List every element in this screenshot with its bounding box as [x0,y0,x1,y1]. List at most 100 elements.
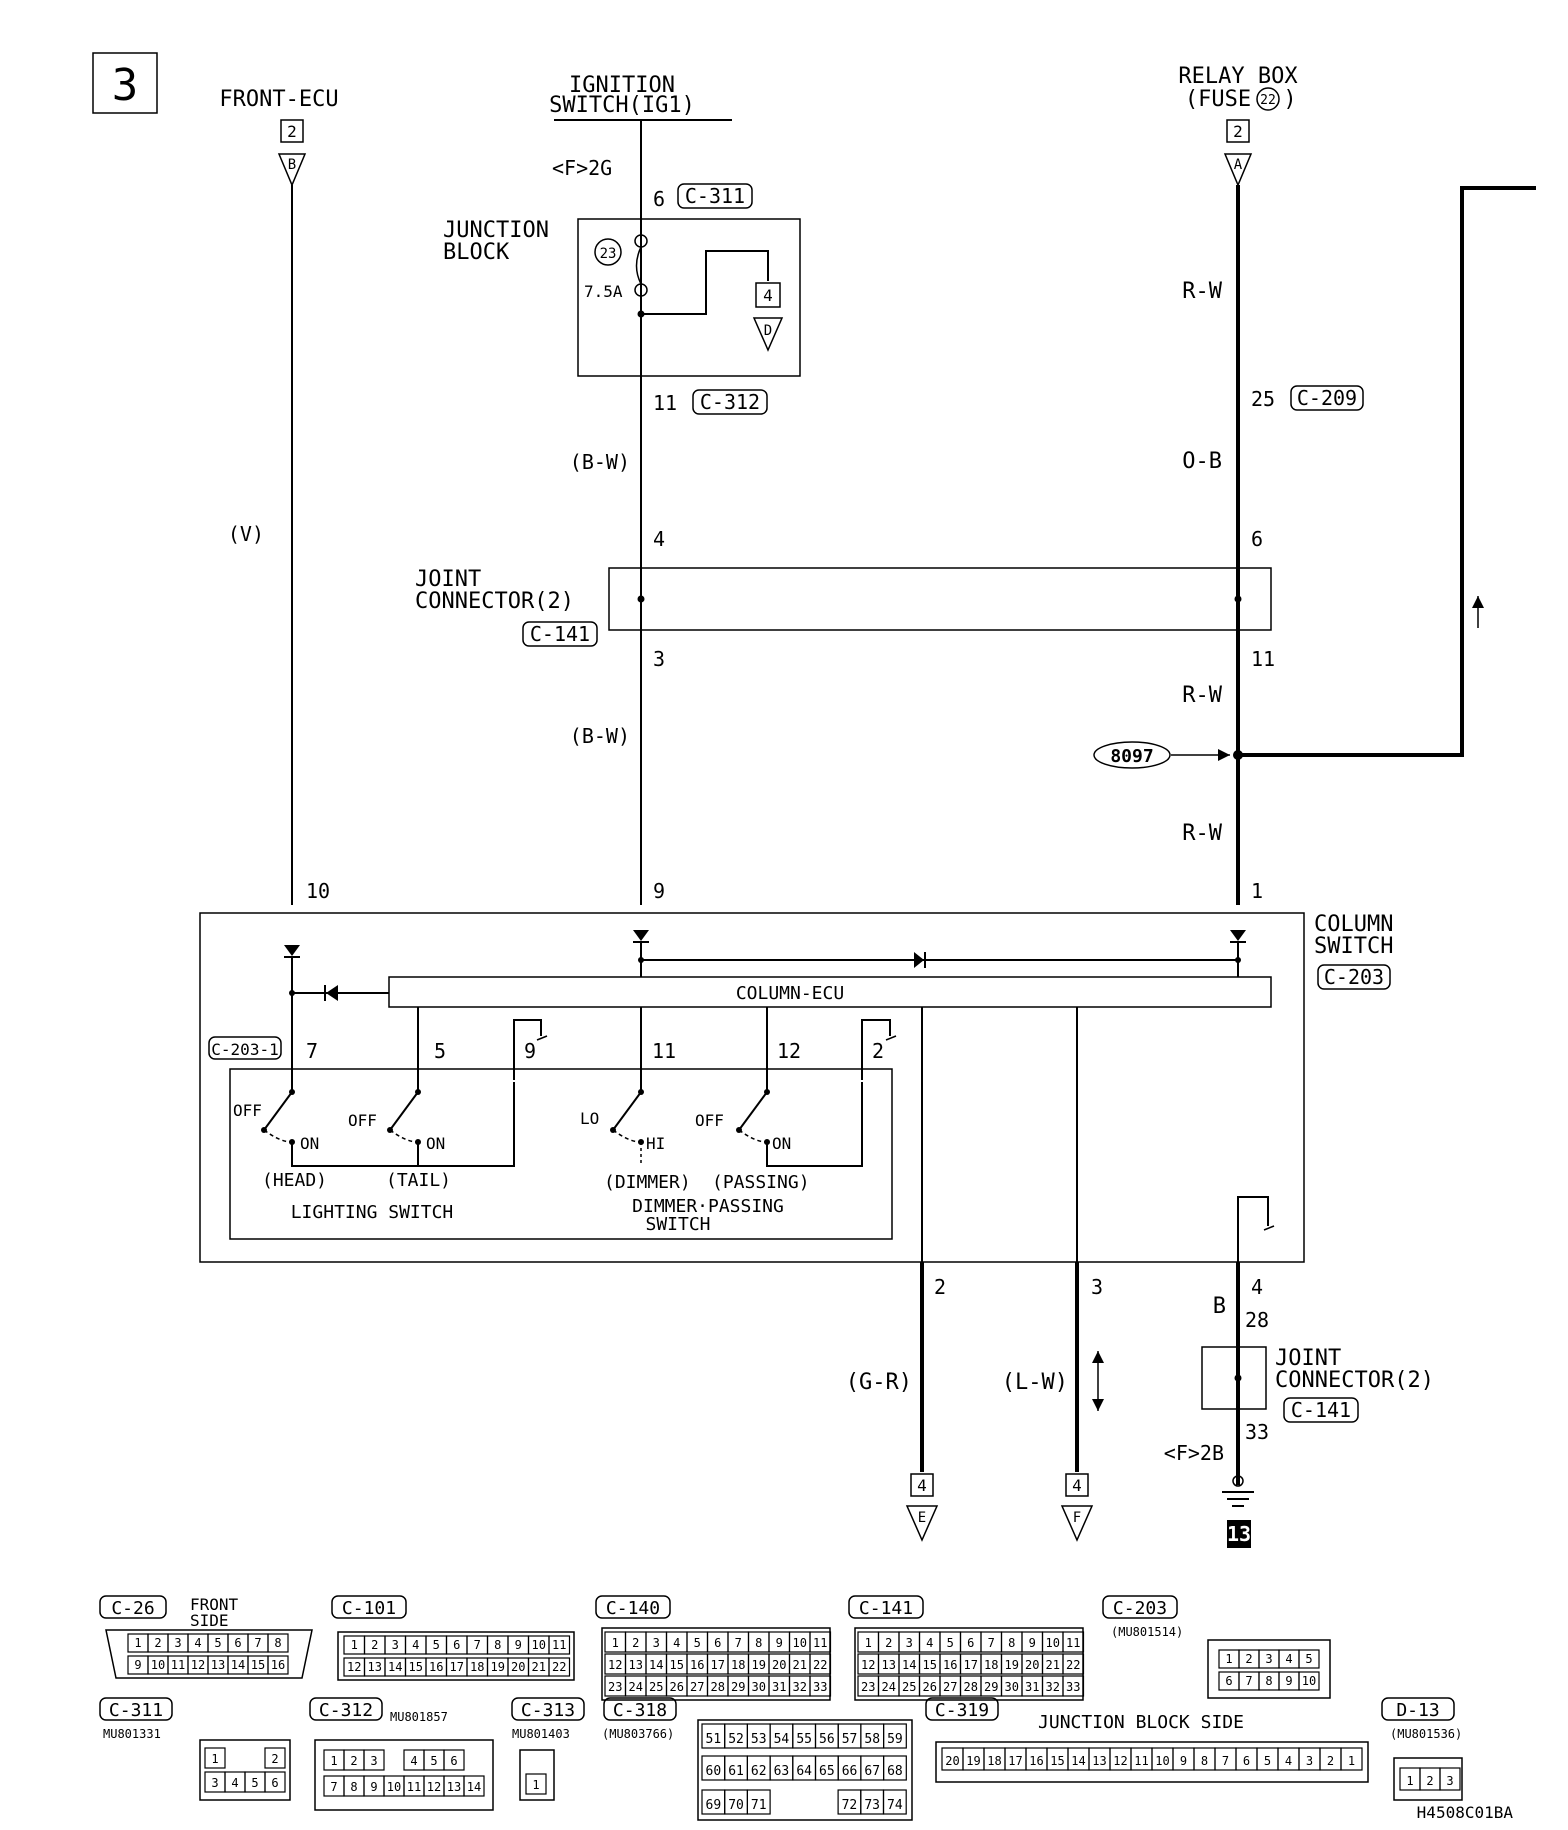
pin-number: 27 [943,1680,957,1694]
pin-number: 9 [776,1636,783,1650]
svg-text:(PASSING): (PASSING) [712,1172,810,1193]
pin-cell [1340,1747,1363,1771]
pin-cell [882,1723,907,1749]
svg-text:C-101: C-101 [342,1598,396,1619]
pin-number: 15 [670,1658,684,1672]
pin-cell [264,1747,286,1769]
svg-text:23: 23 [600,246,617,262]
pin-number: 6 [271,1776,278,1790]
pin-number: 13 [211,1658,225,1672]
pin-number: 5 [947,1636,954,1650]
pin-number: 28 [964,1680,978,1694]
pin-number: 73 [864,1798,880,1813]
jb-in-pin: 6 [653,187,665,211]
output-ref-e: 4 E [905,1473,939,1542]
pin-number: 14 [649,1658,663,1672]
pin-number: 7 [330,1780,337,1794]
pin-number: 7 [254,1636,261,1650]
pin-number: 20 [772,1658,786,1672]
pin-number: 68 [887,1764,903,1779]
svg-text:1: 1 [1251,879,1263,903]
pin-number: 6 [714,1636,721,1650]
pin-number: 5 [251,1776,258,1790]
legend-c319-label: C-319 JUNCTION BLOCK SIDE [925,1697,1244,1733]
pin-cell [809,1631,832,1653]
svg-text:D-13: D-13 [1396,1700,1439,1721]
c319-face [935,1741,1369,1783]
pin-number: 10 [387,1780,401,1794]
column-switch: COLUMN SWITCH C-203 10 9 1 [199,879,1393,1263]
svg-text:C-312: C-312 [319,1700,373,1721]
pin-number: 19 [1005,1658,1019,1672]
pin-number: 17 [711,1658,725,1672]
pin-cell [548,1657,571,1677]
svg-text:JUNCTION: JUNCTION [443,218,549,243]
svg-text:IGNITION: IGNITION [569,73,675,98]
pin-number: 31 [1025,1680,1039,1694]
svg-text:C-209: C-209 [1297,386,1357,410]
pin-number: 66 [842,1764,858,1779]
svg-text:(MU801514): (MU801514) [1111,1625,1183,1639]
pin-number: 21 [793,1658,807,1672]
pin-number: 5 [694,1636,701,1650]
pin-cell [1298,1671,1320,1691]
pin-number: 52 [728,1732,744,1747]
svg-text:SWITCH: SWITCH [1314,934,1393,959]
pin-number: 26 [923,1680,937,1694]
pin-number: 15 [251,1658,265,1672]
pin-number: 65 [819,1764,835,1779]
ignition-source: IGNITION SWITCH(IG1) <F>2G [549,73,732,180]
pin-number: 6 [234,1636,241,1650]
pin-number: 1 [211,1752,218,1766]
svg-text:SWITCH(IG1): SWITCH(IG1) [549,93,695,118]
svg-text:FRONT-ECU: FRONT-ECU [219,87,338,112]
legend-c311-label: C-311 MU801331 [99,1697,173,1741]
pin-cell [1062,1675,1085,1697]
pin-cell [882,1789,907,1815]
c318-face [697,1719,913,1821]
pin-number: 12 [861,1658,875,1672]
pin-number: 3 [370,1754,377,1768]
svg-text:LO: LO [580,1109,599,1128]
pin-number: 10 [532,1638,546,1652]
c101-face [337,1631,575,1681]
pin-number: 12 [1113,1754,1127,1768]
jb-out-conn: C-312 [692,389,768,415]
pin-number: 2 [885,1636,892,1650]
pin-number: 10 [1302,1674,1316,1688]
wire-label-rw2: R-W [1182,683,1222,708]
pin-number: 14 [231,1658,245,1672]
legend-labels: C-26 FRONT SIDE C-101 C-140 C-141 C-203 … [99,1595,1462,1741]
out-pin-2: 2 [934,1275,946,1299]
svg-text:(HEAD): (HEAD) [262,1170,327,1191]
pin-number: 15 [1050,1754,1064,1768]
pin-number: 4 [926,1636,933,1650]
pin-number: 10 [793,1636,807,1650]
front-ecu-source: FRONT-ECU 2 B [219,87,339,187]
pin-number: 1 [532,1778,539,1792]
pin-number: 16 [271,1658,285,1672]
pin-number: 22 [813,1658,827,1672]
pin-number: 60 [706,1764,722,1779]
pin-number: 32 [793,1680,807,1694]
pin-number: 14 [1071,1754,1085,1768]
pin-number: 55 [796,1732,812,1747]
pin-number: 13 [368,1660,382,1674]
pin-number: 57 [842,1732,858,1747]
pin-number: 30 [1005,1680,1019,1694]
svg-text:2: 2 [287,122,297,141]
svg-text:MU801331: MU801331 [103,1727,161,1741]
svg-text:C-141: C-141 [530,622,590,646]
branch-wire [1238,186,1536,757]
svg-text:SWITCH: SWITCH [645,1214,710,1235]
pin-number: 12 [427,1780,441,1794]
pin-number: 24 [629,1680,643,1694]
diagram-code: H4508C01BA [1417,1803,1514,1822]
pin-number: 1 [612,1636,619,1650]
svg-text:9: 9 [524,1039,536,1063]
switch-subassembly: C-203-1 7 5 9 11 12 2 OFF ON (HEAD) OFF [208,1007,897,1240]
svg-text:C-26: C-26 [111,1598,154,1619]
pin-number: 7 [1245,1674,1252,1688]
svg-text:BLOCK: BLOCK [443,240,510,265]
pin-number: 11 [407,1780,421,1794]
